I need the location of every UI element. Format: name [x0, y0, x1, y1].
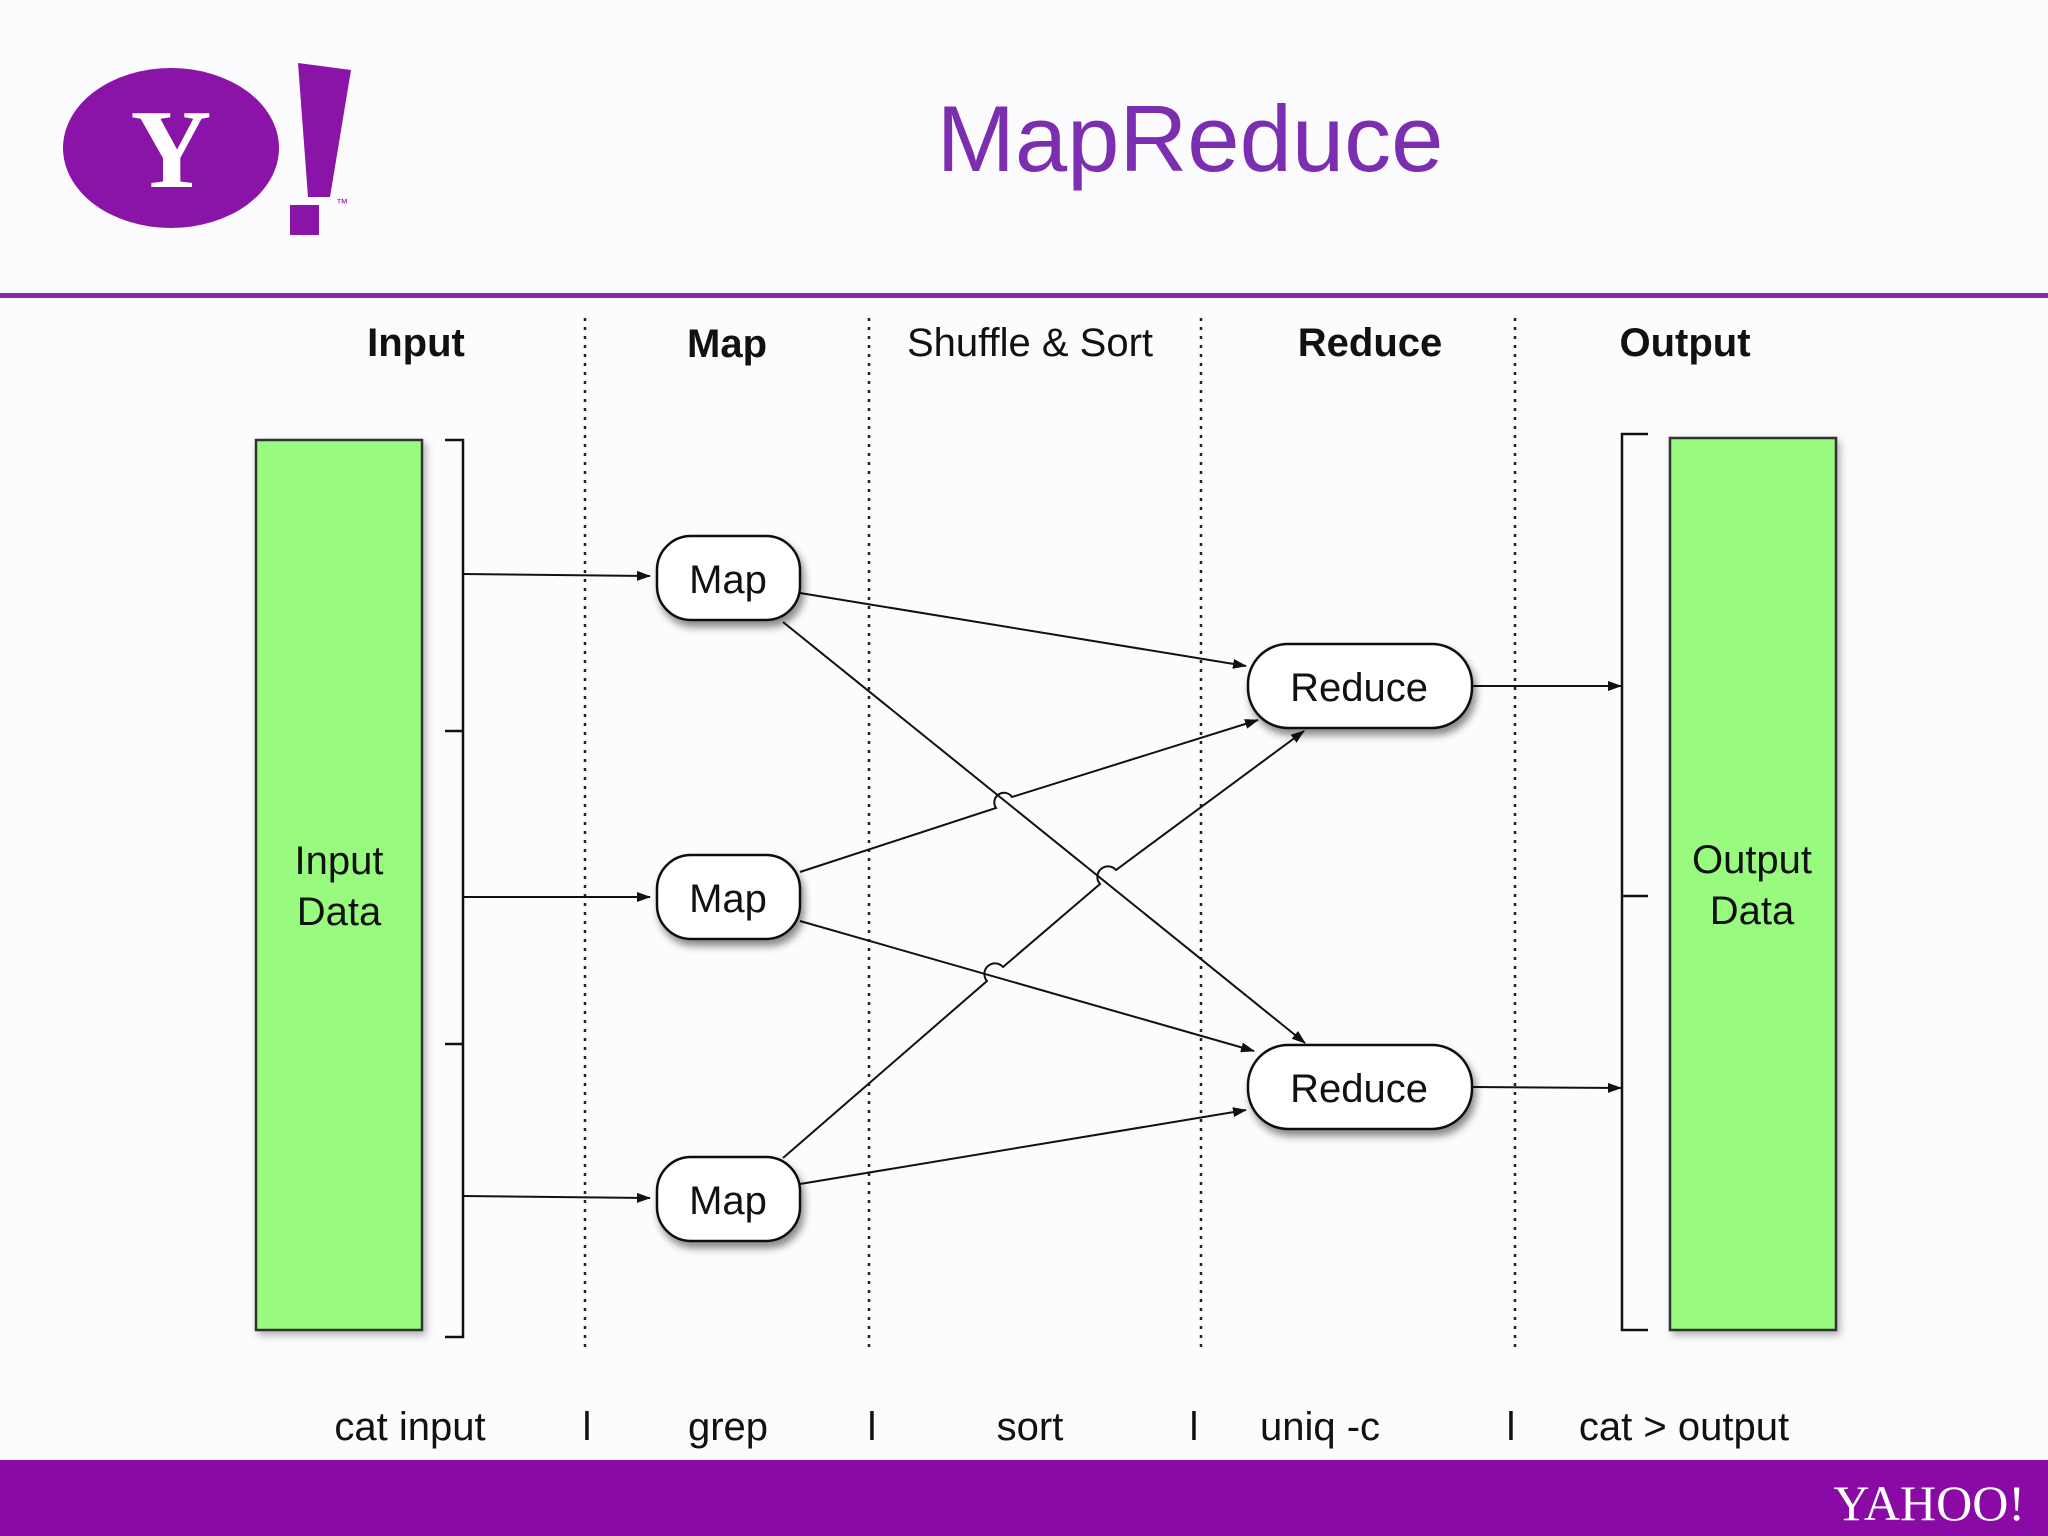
yahoo-logo-top: Y ™	[63, 63, 351, 235]
input-data-label-line1: Input	[295, 839, 384, 883]
pipeline-pipe-2: l	[868, 1405, 877, 1449]
input-to-map-arrows	[462, 570, 651, 1203]
map-node-1-label: Map	[689, 558, 767, 602]
reduce-node-2: Reduce	[1246, 1043, 1474, 1131]
logo-tm: ™	[336, 196, 348, 210]
yahoo-footer-logo: YAHOO!	[1833, 1475, 2025, 1528]
pipeline-pipe-1: l	[583, 1405, 592, 1449]
stage-separators	[583, 318, 1517, 1348]
stage-header-map: Map	[687, 322, 767, 366]
logo-ellipse	[63, 68, 279, 228]
input-data-label-line2: Data	[297, 890, 382, 934]
arrow-reduce2-output	[1472, 1082, 1622, 1093]
arrow-map1-reduce2	[782, 621, 1306, 1044]
arrow-map2-reduce2	[799, 920, 1255, 1053]
map-node-2-label: Map	[689, 877, 767, 921]
map-node-2: Map	[655, 853, 802, 941]
logo-letter: Y	[131, 88, 212, 212]
reduce-node-1: Reduce	[1246, 642, 1474, 730]
map-node-3: Map	[655, 1155, 802, 1243]
pipeline-sort: sort	[997, 1405, 1064, 1449]
arrow-map3-reduce1	[782, 730, 1305, 1159]
map-node-3-label: Map	[689, 1179, 767, 1223]
input-split-bracket	[445, 438, 465, 1339]
output-data-label-line1: Output	[1692, 838, 1812, 882]
pipeline-cat-input: cat input	[334, 1405, 485, 1449]
stage-header-output: Output	[1619, 321, 1750, 365]
arrow-map1-reduce1	[799, 592, 1247, 669]
reduce-node-2-label: Reduce	[1290, 1067, 1428, 1111]
pipeline-analogy: cat input l grep l sort l uniq -c l cat …	[334, 1405, 1789, 1449]
reduce-node-1-label: Reduce	[1290, 666, 1428, 710]
slide-title: MapReduce	[936, 86, 1444, 191]
logo-bang-dot	[290, 205, 319, 235]
output-bracket	[1620, 432, 1648, 1332]
title-divider	[0, 293, 2048, 298]
pipeline-cat-output: cat > output	[1579, 1405, 1789, 1449]
map-node-1: Map	[655, 534, 802, 622]
footer-wordmark: YAHOO!	[1833, 1475, 2025, 1528]
pipeline-grep: grep	[688, 1405, 768, 1449]
arrow-split3-map3	[462, 1192, 651, 1203]
shuffle-arrows	[782, 592, 1306, 1185]
input-data-block: Input Data	[254, 438, 424, 1332]
output-data-block: Output Data	[1668, 436, 1838, 1332]
stage-header-shuffle-sort: Shuffle & Sort	[907, 321, 1153, 365]
reduce-to-output-arrows	[1472, 681, 1622, 1093]
arrow-map3-reduce2	[799, 1107, 1247, 1185]
arrow-map2-reduce1	[799, 719, 1259, 873]
arrow-split1-map1	[462, 570, 651, 581]
pipeline-pipe-4: l	[1507, 1405, 1516, 1449]
stage-header-input: Input	[367, 321, 465, 365]
output-data-label-line2: Data	[1710, 889, 1795, 933]
footer-bar	[0, 1460, 2048, 1536]
stage-header-reduce: Reduce	[1298, 321, 1443, 365]
pipeline-pipe-3: l	[1190, 1405, 1199, 1449]
pipeline-uniq: uniq -c	[1260, 1405, 1380, 1449]
logo-bang-bar	[298, 63, 351, 197]
